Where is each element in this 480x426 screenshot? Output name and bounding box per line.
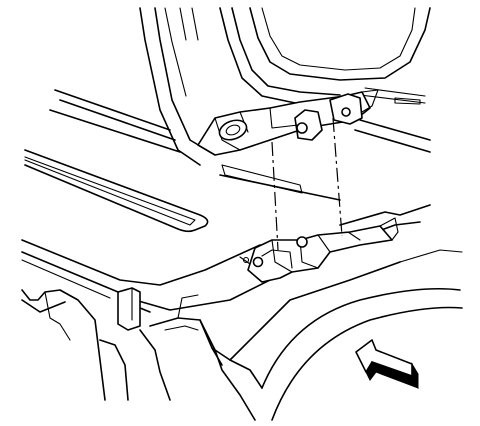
liftgate <box>139 7 431 166</box>
view-arrow <box>355 339 420 389</box>
hinge-lower <box>239 217 399 283</box>
hinge-upper <box>197 89 379 156</box>
roof-panel <box>21 204 431 331</box>
alignment-lines <box>271 117 343 251</box>
body-opening <box>21 249 463 421</box>
